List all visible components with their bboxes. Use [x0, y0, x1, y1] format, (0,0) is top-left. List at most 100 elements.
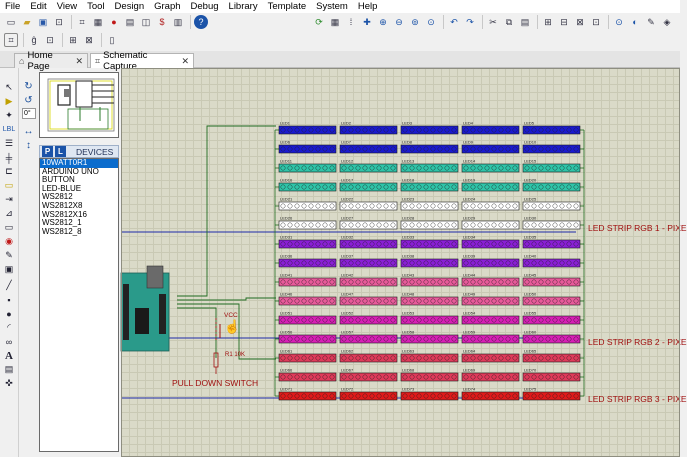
package-icon[interactable]: ▤ [125, 16, 135, 27]
open-icon[interactable]: ▰ [23, 16, 31, 27]
led-segment[interactable]: LED28 [400, 216, 459, 230]
led-segment[interactable]: LED64 [461, 349, 520, 363]
led-segment[interactable]: LED11 [278, 159, 337, 173]
block-delete-icon[interactable]: ⊡ [592, 16, 600, 27]
rotate-clockwise-icon[interactable]: ↻ [24, 80, 33, 92]
led-segment[interactable]: LED43 [400, 273, 459, 287]
terminals-icon[interactable]: ▭ [4, 180, 14, 190]
list-item[interactable]: WS2812X16 [42, 209, 87, 219]
tab-schematic-capture[interactable]: ⌗ Schematic Capture ✕ [90, 50, 194, 72]
menu-debug[interactable]: Debug [190, 0, 219, 12]
led-segment[interactable]: LED4 [461, 121, 520, 135]
led-segment[interactable]: LED45 [522, 273, 581, 287]
led-segment[interactable]: LED69 [461, 368, 520, 382]
led-segment[interactable]: LED17 [339, 178, 398, 192]
redo-icon[interactable]: ↷ [466, 16, 474, 27]
list-item[interactable]: WS2812 [42, 192, 73, 202]
led-segment[interactable]: LED65 [522, 349, 581, 363]
led-segment[interactable]: LED73 [400, 387, 459, 401]
gerber-icon[interactable]: ◫ [141, 16, 151, 27]
led-segment[interactable]: LED41 [278, 273, 337, 287]
led-segment[interactable]: LED7 [339, 140, 398, 154]
led-segment[interactable]: LED71 [278, 387, 337, 401]
led-segment[interactable]: LED2 [339, 121, 398, 135]
led-segment[interactable]: LED48 [400, 292, 459, 306]
menu-file[interactable]: File [5, 0, 21, 12]
menu-view[interactable]: View [56, 0, 78, 12]
led-segment[interactable]: LED34 [461, 235, 520, 249]
led-segment[interactable]: LED68 [400, 368, 459, 382]
led-segment[interactable]: LED12 [339, 159, 398, 173]
led-segment[interactable]: LED58 [400, 330, 459, 344]
tab-home-page[interactable]: ⌂ Home Page ✕ [14, 50, 88, 72]
zoom-area-icon[interactable]: ⊙ [427, 16, 435, 27]
led-segment[interactable]: LED6 [278, 140, 337, 154]
decompose-icon[interactable]: ◈ [663, 16, 671, 27]
menu-template[interactable]: Template [267, 0, 307, 12]
led-segment[interactable]: LED36 [278, 254, 337, 268]
component-mode-icon[interactable]: ▶ [5, 96, 13, 106]
led-segment[interactable]: LED27 [339, 216, 398, 230]
marker-icon[interactable]: ✜ [5, 378, 13, 388]
wire-autorouter-icon[interactable]: ⌗ [4, 33, 18, 47]
voltage-probe-icon[interactable]: ✎ [5, 250, 13, 260]
list-item[interactable]: LED-BLUE [42, 183, 82, 193]
list-item[interactable]: BUTTON [42, 175, 75, 185]
led-segment[interactable]: LED54 [461, 311, 520, 325]
led-segment[interactable]: LED66 [278, 368, 337, 382]
selection-mode-icon[interactable]: ↖ [5, 82, 13, 92]
led-segment[interactable]: LED8 [400, 140, 459, 154]
led-segment[interactable]: LED29 [461, 216, 520, 230]
tape-recorder-icon[interactable]: ▭ [4, 222, 14, 232]
led-segment[interactable]: LED5 [522, 121, 581, 135]
generator-icon[interactable]: ◉ [5, 236, 13, 246]
menu-system[interactable]: System [316, 0, 348, 12]
led-segment[interactable]: LED13 [400, 159, 459, 173]
led-segment[interactable]: LED53 [400, 311, 459, 325]
list-item[interactable]: WS2812X8 [42, 200, 83, 210]
symbol-icon[interactable]: ▤ [4, 364, 14, 374]
virtual-instruments-icon[interactable]: ▣ [4, 264, 14, 274]
schematic-icon[interactable]: ⌗ [79, 16, 85, 27]
list-item[interactable]: WS2812_1 [42, 218, 82, 228]
packaging-icon[interactable]: ✎ [647, 16, 655, 27]
led-segment[interactable]: LED72 [339, 387, 398, 401]
led-segment[interactable]: LED40 [522, 254, 581, 268]
menu-tool[interactable]: Tool [87, 0, 105, 12]
close-icon[interactable]: ✕ [75, 55, 83, 66]
menu-design[interactable]: Design [114, 0, 145, 12]
led-segment[interactable]: LED24 [461, 197, 520, 211]
close-icon[interactable]: ✕ [181, 55, 189, 66]
line-icon[interactable]: ╱ [6, 280, 12, 290]
graph-icon[interactable]: ⊿ [5, 208, 13, 218]
block-move-icon[interactable]: ⊟ [560, 16, 568, 27]
grid-icon[interactable]: ▦ [330, 16, 340, 27]
pick-devices-button[interactable]: P [42, 146, 53, 157]
led-segment[interactable]: LED14 [461, 159, 520, 173]
led-segment[interactable]: LED62 [339, 349, 398, 363]
led-segment[interactable]: LED59 [461, 330, 520, 344]
led-segment[interactable]: LED31 [278, 235, 337, 249]
led-segment[interactable]: LED57 [339, 330, 398, 344]
junction-dot-icon[interactable]: ✦ [5, 110, 13, 120]
led-segment[interactable]: LED3 [400, 121, 459, 135]
mirror-horizontal-icon[interactable]: ↔ [23, 125, 34, 137]
wire-label-icon[interactable]: LBL [2, 126, 16, 133]
led-segment[interactable]: LED67 [339, 368, 398, 382]
led-segment[interactable]: LED18 [400, 178, 459, 192]
led-segment[interactable]: LED15 [522, 159, 581, 173]
led-segment[interactable]: LED35 [522, 235, 581, 249]
copy-icon[interactable]: ⧉ [505, 16, 513, 27]
origin-icon[interactable]: ⁞ [349, 17, 353, 27]
rotate-anticlockwise-icon[interactable]: ↺ [24, 94, 33, 106]
pick-icon[interactable]: ⊙ [615, 16, 623, 27]
undo-icon[interactable]: ↶ [450, 16, 458, 27]
menu-help[interactable]: Help [357, 0, 378, 12]
make-device-icon[interactable]: ◐ [632, 17, 638, 27]
list-item[interactable]: ARDUINO UNO [42, 166, 99, 176]
cut-icon[interactable]: ✂ [489, 16, 497, 27]
led-segment[interactable]: LED75 [522, 387, 581, 401]
new-icon[interactable]: ▭ [6, 16, 16, 27]
led-segment[interactable]: LED49 [461, 292, 520, 306]
